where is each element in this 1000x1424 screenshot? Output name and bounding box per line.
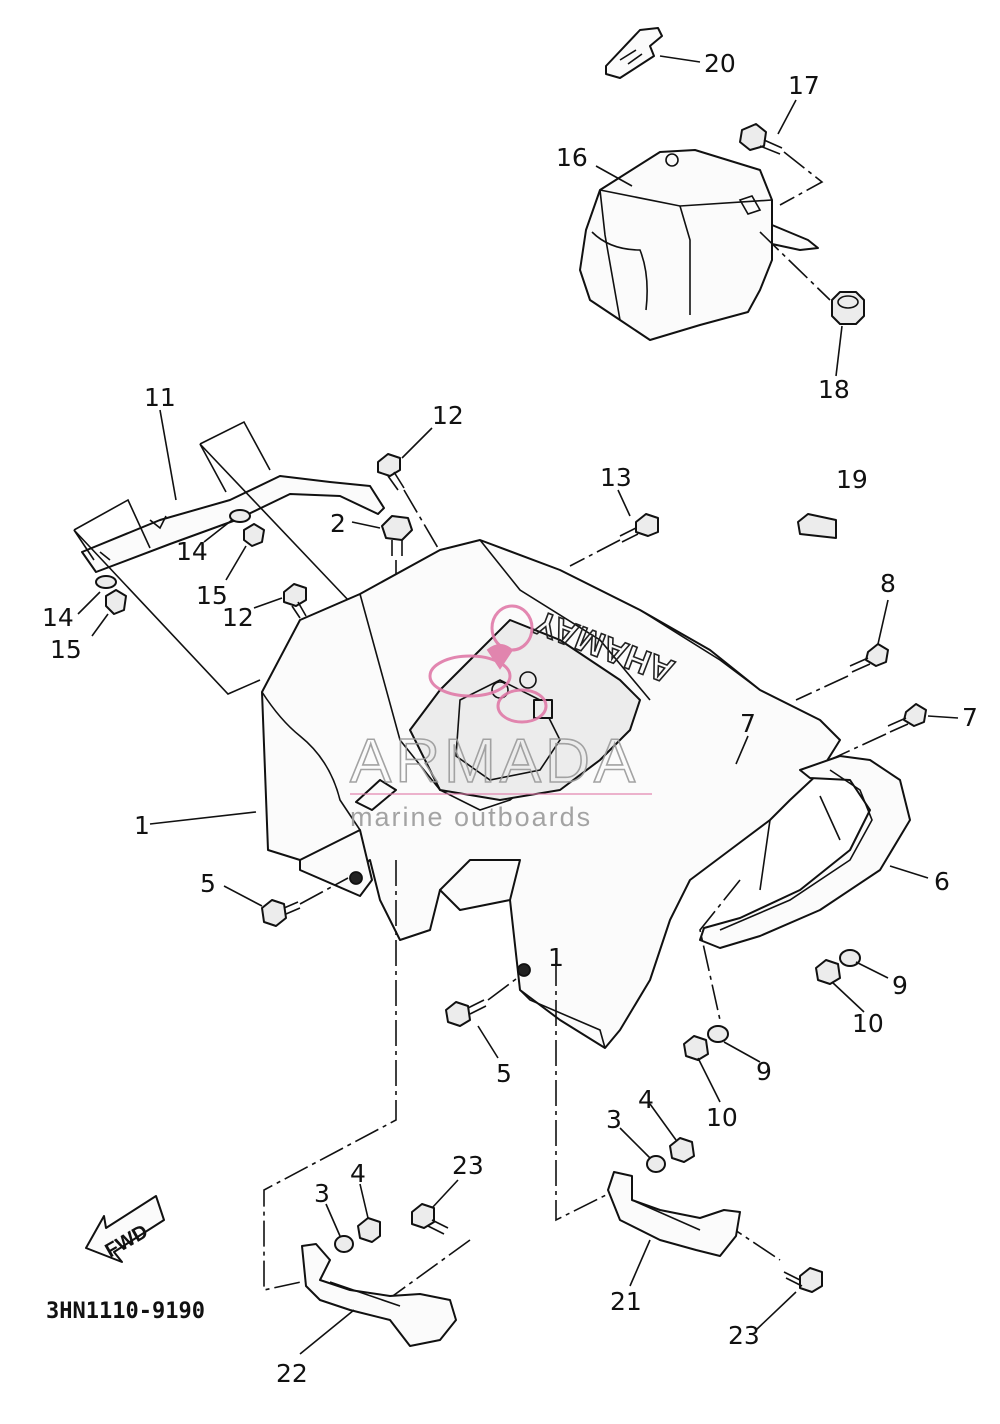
callout-4-right: 4 [638,1085,654,1114]
callout-numbers: 20 17 16 18 11 12 13 19 2 14 15 14 15 12… [42,49,978,1388]
part-nuts-9-10-right [815,949,861,985]
part-pad-19 [797,513,837,539]
callout-23-right: 23 [728,1321,760,1350]
guide-line-a [73,529,261,695]
part-bolt-23-right [783,1267,823,1293]
callout-12-bottom: 12 [222,603,254,632]
part-bolt-23-left [411,1203,449,1235]
callout-21: 21 [610,1287,642,1316]
part-washer-nut-3-4-left [334,1217,381,1253]
part-grab-bar-21 [607,1171,741,1257]
callout-14-left: 14 [42,603,74,632]
callout-23-left: 23 [452,1151,484,1180]
part-bolt-17 [739,123,824,206]
callout-15-right: 15 [196,581,228,610]
callout-10-right: 10 [852,1009,884,1038]
callout-8: 8 [880,569,896,598]
part-bolt-7-right [811,703,927,769]
part-washer-nut-3-4-right [646,1137,695,1173]
part-nut-18 [759,231,865,325]
part-cover-box-16 [579,149,819,341]
callout-16: 16 [556,143,588,172]
part-side-protector-6 [699,755,911,1021]
part-nuts-9-10-center [683,1025,729,1061]
callout-5-left: 5 [200,869,216,898]
part-bolt-5-right [445,975,521,1027]
callout-leaders [77,55,959,1355]
part-guard-bar-11 [73,420,385,573]
callout-9-right: 9 [892,971,908,1000]
callout-4-left: 4 [350,1159,366,1188]
callout-5-right: 5 [496,1059,512,1088]
guide-line-b [199,443,351,603]
callout-13: 13 [600,463,632,492]
part-bolt-12-upper [377,453,439,549]
callout-22: 22 [276,1359,308,1388]
watermark-brand: ARMADA [350,727,639,796]
watermark-logo-icon [428,604,548,724]
watermark: ARMADA marine outboards [349,604,652,832]
callout-11: 11 [144,383,176,412]
guide-line-d [555,960,617,1222]
guide-line-e [389,1239,471,1299]
callout-15-left: 15 [50,635,82,664]
callout-7-right: 7 [962,703,978,732]
callout-9-center: 9 [756,1057,772,1086]
part-grab-bar-22 [301,1243,457,1347]
callout-2: 2 [330,509,346,538]
callout-1-left: 1 [134,811,150,840]
callout-19: 19 [836,465,868,494]
callout-14-right: 14 [176,537,208,566]
callout-1-right: 1 [548,943,564,972]
part-washers-nuts-14-15 [95,509,265,615]
part-bolt-5-left [261,877,349,927]
callout-6: 6 [934,867,950,896]
callout-20: 20 [704,49,736,78]
callout-7-left: 7 [740,709,756,738]
callout-3-right: 3 [606,1105,622,1134]
fwd-arrow-icon: FWD [85,1195,165,1263]
part-bolt-8 [795,643,889,701]
callout-17: 17 [788,71,820,100]
callout-3-left: 3 [314,1179,330,1208]
callout-18: 18 [818,375,850,404]
diagram-part-code: 3HN1110-9190 [46,1299,205,1324]
guide-line-c [263,860,397,1291]
watermark-tagline: marine outboards [350,802,592,832]
part-clip-20 [605,27,663,79]
part-bolt-12-lower [283,583,307,619]
callout-10-center: 10 [706,1103,738,1132]
part-bolt-13 [569,513,659,567]
callout-12-top: 12 [432,401,464,430]
